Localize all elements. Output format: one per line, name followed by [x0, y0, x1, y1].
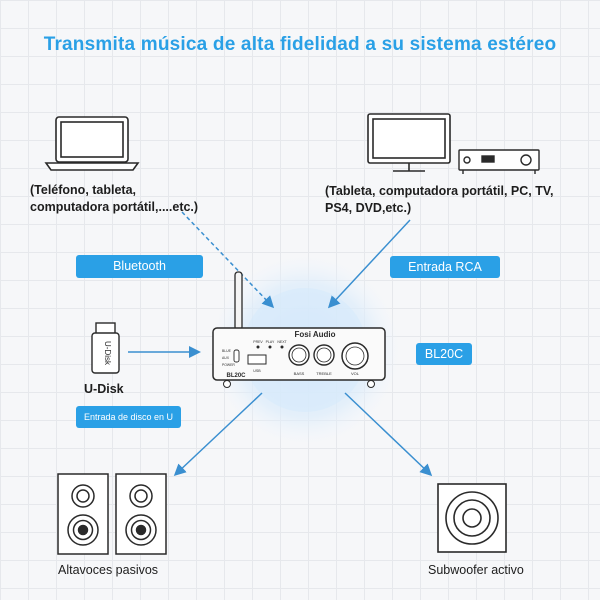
mode-label-aux: AUX: [222, 356, 230, 360]
speaker-right-icon: [115, 473, 167, 555]
right-source-line-2: PS4, DVD,etc.): [325, 201, 412, 215]
subwoofer-label: Subwoofer activo: [428, 563, 524, 577]
treble-label: TREBLE: [316, 371, 332, 376]
speakers-arrow: [173, 392, 263, 477]
amplifier-device: Fosi Audio PREV PLAY NEXT BLUE AUX POWER…: [212, 271, 386, 388]
amplifier-foot: [367, 380, 375, 388]
bluetooth-badge: Bluetooth: [76, 255, 203, 278]
media-player-icon: [458, 149, 540, 174]
right-source-line-1: (Tableta, computadora portátil, PC, TV,: [325, 184, 554, 198]
rca-arrow: [327, 219, 411, 309]
antenna: [234, 271, 243, 331]
subwoofer-arrow: [344, 392, 433, 477]
speakers-label: Altavoces pasivos: [58, 563, 159, 577]
speaker-left-icon: [57, 473, 109, 555]
play-button: [268, 345, 272, 349]
usb-label: USB: [253, 369, 261, 373]
left-source-line-1: (Teléfono, tableta,: [30, 183, 137, 197]
subwoofer-icon: [437, 483, 507, 553]
page-title: Transmita música de alta fidelidad a su …: [43, 34, 557, 55]
amplifier-model-print: BL20C: [226, 373, 246, 379]
usb-port: [247, 354, 267, 365]
udisk-icon: [91, 322, 120, 374]
right-source-label: (Tableta, computadora portátil, PC, TV, …: [325, 183, 554, 217]
udisk-badge: Entrada de disco en U: [76, 406, 181, 428]
left-source-line-2: computadora portátil,....etc.): [30, 200, 199, 214]
amplifier-brand: Fosi Audio: [294, 330, 335, 339]
rca-badge: Entrada RCA: [390, 256, 500, 278]
prev-tag: PREV: [253, 340, 263, 344]
monitor-icon: [367, 113, 451, 172]
next-tag: NEXT: [277, 340, 287, 344]
bluetooth-arrow: [181, 211, 275, 309]
udisk-label: U-Disk: [84, 382, 124, 396]
laptop-icon: [44, 116, 140, 171]
left-source-label: (Teléfono, tableta, computadora portátil…: [30, 182, 198, 216]
mode-label-blue: BLUE: [222, 349, 232, 353]
bass-label: BASS: [294, 371, 305, 376]
amplifier-foot: [223, 380, 231, 388]
mode-switch: [233, 349, 240, 363]
model-badge: BL20C: [416, 343, 472, 365]
volume-label: VOL: [351, 371, 360, 376]
prev-button: [256, 345, 260, 349]
udisk-stick-text: U-Disk: [103, 341, 112, 366]
mode-label-power: POWER: [222, 363, 235, 367]
next-button: [280, 345, 284, 349]
play-tag: PLAY: [266, 340, 275, 344]
